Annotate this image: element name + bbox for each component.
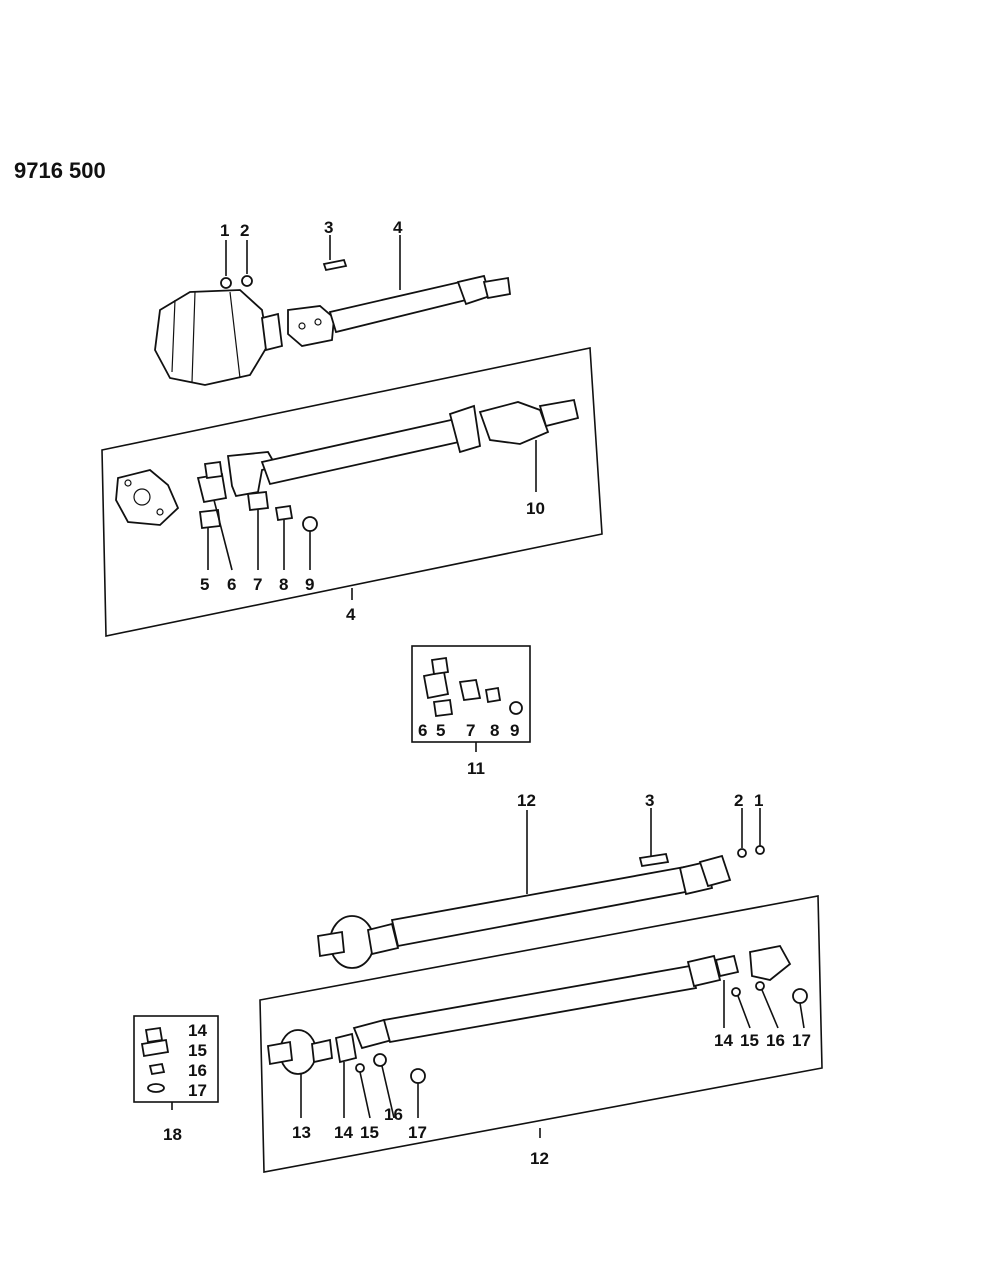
label-kit-5: 5	[436, 721, 445, 740]
label-2-top: 2	[240, 221, 249, 240]
front-shaft-exploded-panel	[101, 347, 603, 637]
label-6: 6	[227, 575, 236, 594]
label-b-16: 16	[384, 1105, 403, 1124]
label-1-rear: 1	[754, 791, 763, 810]
kit-18-box	[133, 1015, 219, 1110]
label-kit-18: 18	[163, 1125, 182, 1144]
label-c-15: 15	[740, 1031, 759, 1050]
label-1-top: 1	[220, 221, 229, 240]
label-front-assembly: 4	[346, 605, 356, 624]
label-kit-6: 6	[418, 721, 427, 740]
front-shaft-installed	[154, 235, 511, 386]
label-2-rear: 2	[734, 791, 743, 810]
label-c-17: 17	[792, 1031, 811, 1050]
label-c-16: 16	[766, 1031, 785, 1050]
label-kit2-16: 16	[188, 1061, 207, 1080]
rear-shaft-exploded-panel	[259, 895, 823, 1173]
label-kit-9: 9	[510, 721, 519, 740]
label-b-15: 15	[360, 1123, 379, 1142]
label-kit-7: 7	[466, 721, 475, 740]
label-kit2-14: 14	[188, 1021, 207, 1040]
label-10: 10	[526, 499, 545, 518]
label-12-top: 12	[517, 791, 536, 810]
label-3-rear: 3	[645, 791, 654, 810]
label-3-top: 3	[324, 218, 333, 237]
diagram-number: 9716 500	[14, 158, 106, 183]
label-kit-11: 11	[467, 759, 485, 778]
label-5: 5	[200, 575, 209, 594]
label-13: 13	[292, 1123, 311, 1142]
rear-shaft-installed	[317, 808, 765, 969]
label-kit-8: 8	[490, 721, 499, 740]
label-kit2-17: 17	[188, 1081, 207, 1100]
label-c-14: 14	[714, 1031, 733, 1050]
label-7: 7	[253, 575, 262, 594]
kit-11-box	[411, 645, 531, 752]
label-b-17: 17	[408, 1123, 427, 1142]
label-9: 9	[305, 575, 314, 594]
label-8: 8	[279, 575, 288, 594]
label-kit2-15: 15	[188, 1041, 207, 1060]
label-4-top: 4	[393, 218, 403, 237]
label-b-14: 14	[334, 1123, 353, 1142]
label-rear-assembly: 12	[530, 1149, 549, 1168]
